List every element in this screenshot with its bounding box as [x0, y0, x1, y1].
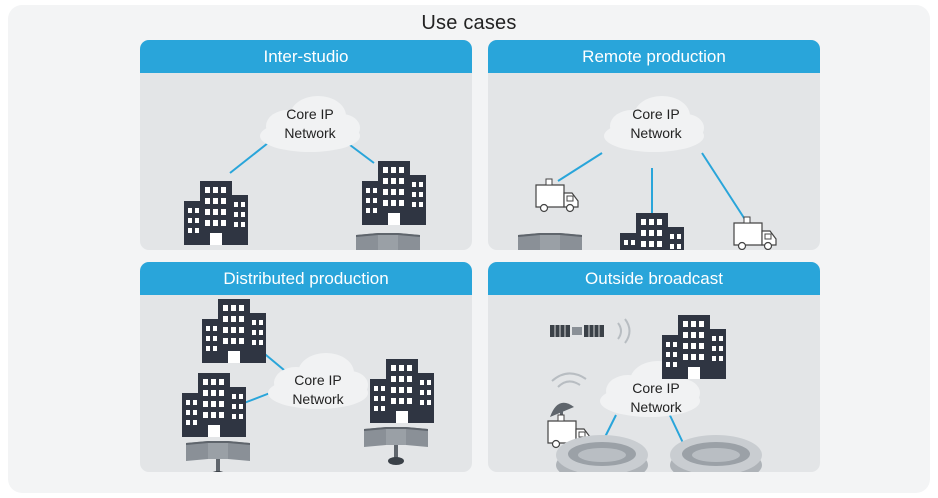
monitor-stand-icon — [518, 233, 582, 250]
cloud-label: Core IP Network — [606, 379, 706, 417]
cloud-label-line1: Core IP — [294, 372, 342, 388]
cloud-label-line1: Core IP — [286, 106, 334, 122]
panel-header-distributed-production: Distributed production — [140, 262, 472, 295]
cloud-label-line1: Core IP — [632, 106, 680, 122]
signal-waves-icon — [617, 318, 631, 344]
cloud-label-line2: Network — [284, 125, 336, 141]
van-icon — [535, 178, 579, 213]
cloud-label: Core IP Network — [260, 105, 360, 143]
cloud-label-line2: Network — [292, 391, 344, 407]
panel-remote-production: Remote production Core IP Network — [488, 40, 820, 250]
panel-header-inter-studio: Inter-studio — [140, 40, 472, 73]
cloud-label-line2: Network — [630, 125, 682, 141]
cloud-label: Core IP Network — [268, 371, 368, 409]
link-line — [557, 152, 747, 223]
monitor-stand-icon — [364, 427, 428, 465]
panel-inter-studio: Inter-studio Core IP Network — [140, 40, 472, 250]
building-icon — [182, 373, 246, 437]
van-icon — [733, 216, 777, 250]
signal-waves-icon — [551, 372, 587, 388]
monitor-stand-icon — [356, 233, 420, 250]
stadium-icon — [670, 435, 762, 472]
monitor-stand-icon — [186, 441, 250, 472]
building-icon — [662, 315, 726, 379]
page-title: Use cases — [421, 12, 517, 34]
satellite-icon — [550, 325, 604, 337]
building-icon — [370, 359, 434, 423]
cloud-label-line2: Network — [630, 399, 682, 415]
cloud-label-line1: Core IP — [632, 380, 680, 396]
building-icon — [202, 299, 266, 363]
building-icon — [184, 181, 248, 245]
satellite-dish-icon — [550, 402, 574, 419]
panel-outside-broadcast: Outside broadcast — [488, 262, 820, 472]
panel-header-outside-broadcast: Outside broadcast — [488, 262, 820, 295]
panel-header-remote-production: Remote production — [488, 40, 820, 73]
building-icon — [620, 213, 684, 250]
link-line — [229, 142, 375, 174]
cloud-label: Core IP Network — [606, 105, 706, 143]
panel-distributed-production: Distributed production Core IP Network — [140, 262, 472, 472]
building-icon — [362, 161, 426, 225]
